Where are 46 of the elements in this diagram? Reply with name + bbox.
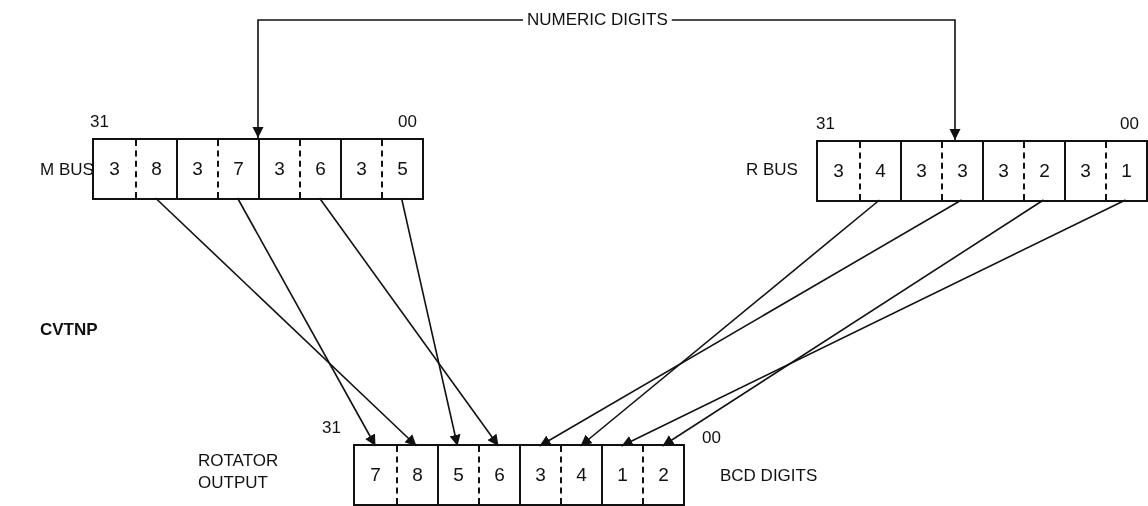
digit-cell: 5 <box>381 140 422 198</box>
arrow <box>670 19 961 141</box>
arrow <box>252 19 524 139</box>
digit-cell: 6 <box>478 446 519 504</box>
digit-cell: 3 <box>982 142 1023 200</box>
register-box <box>92 138 424 200</box>
heading-label: NUMERIC DIGITS <box>527 10 668 30</box>
digit-cell: 4 <box>859 142 900 200</box>
digit-cell: 3 <box>818 142 859 200</box>
bit-number: 00 <box>1120 114 1139 134</box>
arrow <box>154 197 418 447</box>
digit-cell: 3 <box>258 140 299 198</box>
arrow <box>400 197 461 447</box>
digit-cell: 7 <box>355 446 396 504</box>
digit-cell: 3 <box>519 446 560 504</box>
bit-number: 00 <box>398 112 417 132</box>
digit-cell: 3 <box>94 140 135 198</box>
bit-number: 31 <box>322 418 341 438</box>
digit-cell: 2 <box>642 446 683 504</box>
arrow <box>318 197 500 447</box>
digit-cell: 3 <box>1064 142 1105 200</box>
bit-number: 31 <box>816 114 835 134</box>
digit-cell: 1 <box>1105 142 1146 200</box>
register-label: ROTATOR OUTPUT <box>198 450 280 494</box>
digit-cell: 8 <box>396 446 437 504</box>
instruction-label: CVTNP <box>40 320 98 340</box>
digit-cell: 6 <box>299 140 340 198</box>
bit-number: 31 <box>90 112 109 132</box>
digit-cell: 3 <box>900 142 941 200</box>
digit-cell: 3 <box>340 140 381 198</box>
digit-cell: 3 <box>941 142 982 200</box>
register-box <box>353 444 685 506</box>
register-label: BCD DIGITS <box>720 466 818 486</box>
digit-cell: 3 <box>176 140 217 198</box>
register-label: M BUS <box>40 160 94 180</box>
register-box <box>816 140 1148 202</box>
bit-number: 00 <box>702 428 721 448</box>
register-label: R BUS <box>746 160 798 180</box>
digit-cell: 8 <box>135 140 176 198</box>
digit-cell: 5 <box>437 446 478 504</box>
arrow <box>579 199 881 447</box>
digit-cell: 7 <box>217 140 258 198</box>
digit-cell: 1 <box>601 446 642 504</box>
arrow <box>236 197 377 447</box>
digit-cell: 2 <box>1023 142 1064 200</box>
digit-cell: 4 <box>560 446 601 504</box>
